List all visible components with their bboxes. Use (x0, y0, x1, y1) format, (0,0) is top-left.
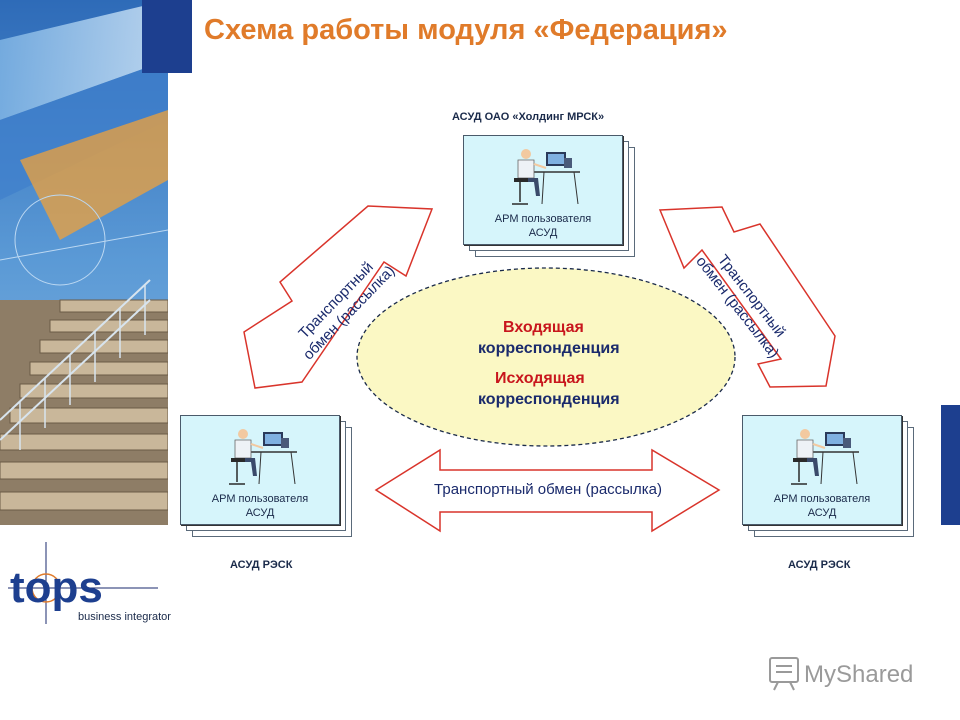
left-arrow-shape (243, 205, 434, 389)
tops-wordmark: tops (10, 563, 103, 612)
tops-logo: tops business integrator (8, 540, 198, 635)
right-system-label: АСУД РЭСК (788, 559, 851, 571)
workstation-card-right: АРМ пользователя АСУД (742, 415, 914, 537)
decorative-photo (0, 0, 168, 525)
tops-tagline: business integrator (78, 611, 171, 623)
presentation-icon (769, 657, 799, 691)
bottom-transport-arrow (374, 448, 721, 533)
workstation-card-top: АРМ пользователя АСУД (463, 135, 635, 257)
user-at-computer-icon (512, 149, 580, 205)
user-at-computer-icon (229, 429, 297, 485)
slide-title: Схема работы модуля «Федерация» (204, 14, 728, 46)
incoming-label-2: корреспонденция (478, 340, 620, 357)
outgoing-label-1: Исходящая (495, 370, 585, 387)
left-transport-arrow (243, 205, 434, 389)
myshared-watermark: MyShared (766, 654, 926, 699)
top-system-label: АСУД ОАО «Холдинг МРСК» (452, 111, 605, 123)
incoming-label-1: Входящая (503, 319, 584, 336)
right-accent-bar (941, 405, 960, 525)
bottom-arrow-shape (374, 448, 721, 533)
header-accent-bar (0, 0, 192, 73)
workstation-card-left: АРМ пользователя АСУД (180, 415, 352, 537)
watermark-text: MyShared (804, 661, 913, 688)
right-transport-arrow (658, 206, 836, 388)
outgoing-label-2: корреспонденция (478, 391, 620, 408)
user-at-computer-icon (791, 429, 859, 485)
bottom-arrow-label: Транспортный обмен (рассылка) (434, 481, 662, 498)
tops-logo-graphic: tops business integrator (8, 542, 171, 624)
left-system-label: АСУД РЭСК (230, 559, 293, 571)
right-arrow-shape (658, 206, 836, 388)
correspondence-ellipse (356, 267, 736, 447)
